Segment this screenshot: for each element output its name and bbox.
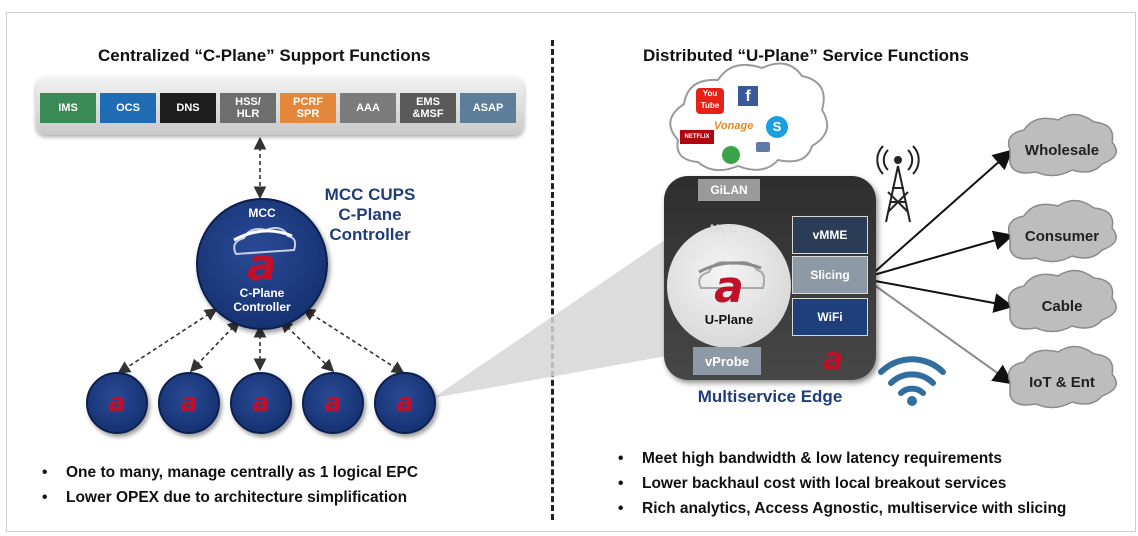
wholesale-label: Wholesale — [1024, 142, 1100, 159]
fn-ems-msf: EMS &MSF — [400, 93, 456, 123]
video-call-icon — [756, 142, 770, 152]
fn-pcrf-spr: PCRF SPR — [280, 93, 336, 123]
cable-label: Cable — [1041, 298, 1083, 315]
facebook-icon: f — [738, 86, 758, 106]
left-bullet: One to many, manage centrally as 1 logic… — [38, 460, 418, 485]
c-plane-controller: MCC a C-Plane Controller — [196, 198, 328, 330]
consumer-cloud — [1007, 199, 1117, 263]
multiservice-edge-label: Multiservice Edge — [697, 387, 843, 406]
plane-divider — [551, 40, 554, 520]
vonage-icon: Vonage — [714, 120, 754, 132]
link-cable — [869, 279, 1014, 313]
gilan-block: GiLAN — [698, 179, 760, 201]
left-bullet-list: One to many, manage centrally as 1 logic… — [38, 460, 418, 510]
zoom-projection — [433, 235, 672, 398]
link-wholesale — [869, 149, 1013, 277]
edge-node: a — [86, 372, 148, 434]
service-wifi: WiFi — [792, 298, 868, 336]
right-bullet: Meet high bandwidth & low latency requir… — [614, 446, 1066, 471]
youtube-icon: You Tube — [696, 88, 724, 114]
edge-node: a — [158, 372, 220, 434]
service-vmme: vMME — [792, 216, 868, 254]
fn-aaa: AAA — [340, 93, 396, 123]
a-logo-icon: a — [252, 388, 270, 418]
a-logo-icon: a — [822, 342, 844, 377]
node-link — [302, 308, 405, 374]
controller-label: C-Plane Controller — [233, 286, 291, 314]
mcc-cups-title: MCC CUPS C-Plane Controller — [324, 185, 416, 244]
cell-tower-icon — [876, 145, 920, 223]
iot-ent-label: IoT & Ent — [1029, 374, 1095, 391]
a-logo-icon: a — [396, 388, 414, 418]
u-plane-label: U-Plane — [704, 312, 754, 327]
wifi-icon — [878, 356, 946, 396]
left-bullet: Lower OPEX due to architecture simplific… — [38, 485, 418, 510]
wifi-dot — [907, 396, 917, 406]
right-bullet-list: Meet high bandwidth & low latency requir… — [614, 446, 1066, 521]
skype-icon: S — [766, 116, 788, 138]
link-consumer — [869, 230, 1014, 277]
fn-dns: DNS — [160, 93, 216, 123]
edge-node: a — [230, 372, 292, 434]
chat-app-icon — [722, 146, 740, 164]
vprobe-block: vProbe — [693, 347, 761, 375]
diagram-frame — [6, 12, 1136, 532]
node-link — [279, 319, 335, 373]
a-logo-icon: a — [714, 262, 744, 313]
a-logo-icon: a — [324, 388, 342, 418]
netflix-icon: NETFLIX — [680, 130, 714, 144]
link-iot — [869, 281, 1014, 385]
iot-cloud — [1007, 345, 1117, 409]
node-link — [189, 319, 241, 373]
u-plane-circle: a — [667, 224, 791, 348]
cloud-swirl-icon — [698, 261, 765, 289]
fn-ocs: OCS — [100, 93, 156, 123]
cable-cloud — [1007, 269, 1117, 333]
fn-ims: IMS — [40, 93, 96, 123]
cloud-swirl-icon — [233, 227, 296, 256]
edge-node: a — [302, 372, 364, 434]
u-plane-heading: Distributed “U-Plane” Service Functions — [643, 46, 969, 65]
controller-mcc-label: MCC — [248, 206, 276, 220]
wholesale-cloud — [1007, 113, 1117, 177]
edge-node: a — [374, 372, 436, 434]
service-slicing: Slicing — [792, 256, 868, 294]
fn-hss-hlr: HSS/ HLR — [220, 93, 276, 123]
fn-asap: ASAP — [460, 93, 516, 123]
a-logo-icon: a — [247, 240, 277, 291]
node-link — [117, 308, 218, 374]
right-bullet: Lower backhaul cost with local breakout … — [614, 471, 1066, 496]
c-plane-heading: Centralized “C-Plane” Support Functions — [98, 46, 431, 65]
consumer-label: Consumer — [1024, 228, 1100, 245]
u-plane-mcc-label: MCC — [710, 222, 738, 236]
right-bullet: Rich analytics, Access Agnostic, multise… — [614, 496, 1066, 521]
a-logo-icon: a — [108, 388, 126, 418]
a-logo-icon: a — [180, 388, 198, 418]
apps-cloud — [669, 62, 829, 172]
